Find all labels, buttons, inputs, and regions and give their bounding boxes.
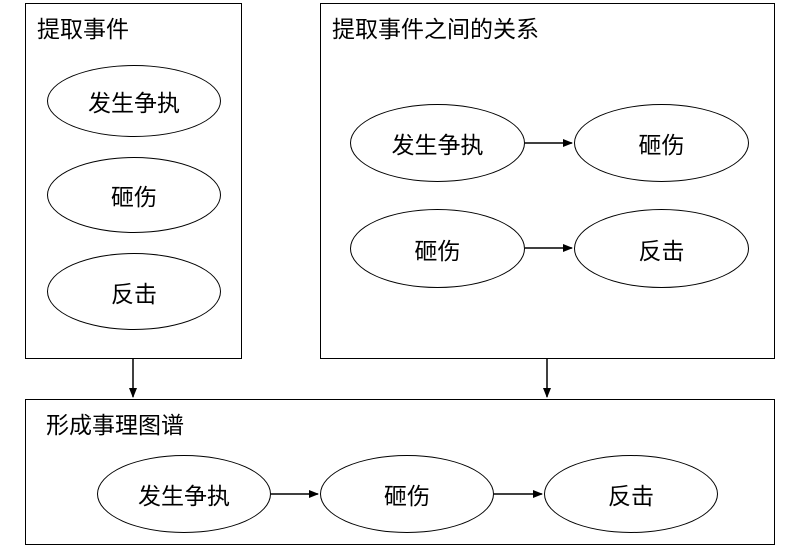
graph-node-injury: 砸伤	[320, 455, 494, 533]
relation-1-target-node: 砸伤	[574, 104, 749, 182]
event-node-counterattack: 反击	[47, 253, 221, 330]
relation-2-target-node: 反击	[574, 209, 749, 288]
graph-node-counterattack: 反击	[544, 455, 718, 533]
build-graph-title: 形成事理图谱	[46, 413, 184, 439]
relation-1-source-node: 发生争执	[350, 104, 525, 182]
relation-2-source-node: 砸伤	[350, 209, 525, 288]
graph-node-dispute: 发生争执	[97, 455, 271, 533]
event-node-injury: 砸伤	[47, 157, 221, 233]
event-node-dispute: 发生争执	[47, 65, 221, 137]
extract-relations-panel: 提取事件之间的关系	[320, 3, 775, 359]
extract-relations-title: 提取事件之间的关系	[332, 17, 539, 43]
extract-events-panel: 提取事件 发生争执 砸伤 反击	[25, 3, 242, 359]
extract-events-title: 提取事件	[37, 17, 129, 43]
